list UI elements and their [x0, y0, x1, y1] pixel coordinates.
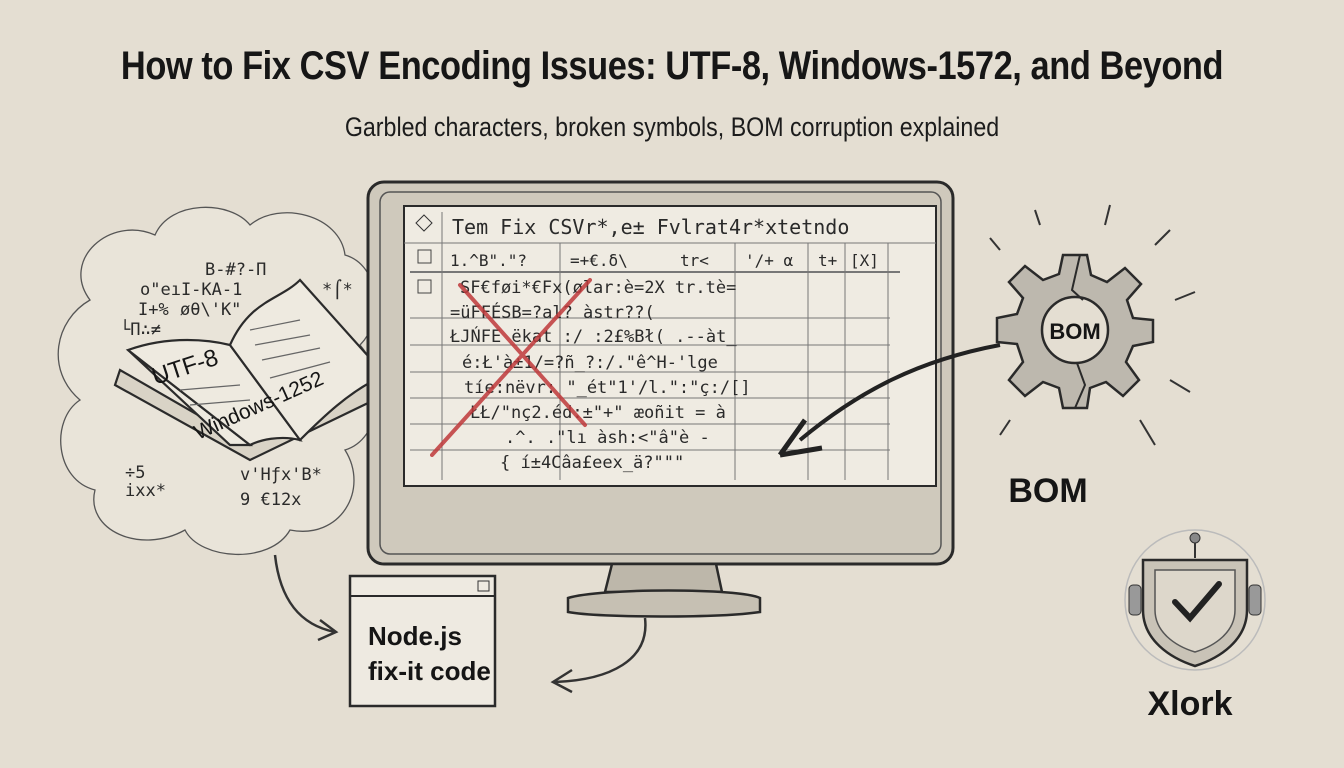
code-box-line2: fix-it code [368, 656, 491, 686]
arrow-cloud-to-code [273, 554, 339, 642]
code-box-line1: Node.js [368, 621, 462, 651]
header-cell: [X] [850, 251, 879, 270]
cloud-symbol: ixx* [125, 481, 166, 501]
broken-gear-icon: BOM [995, 253, 1155, 410]
row-checkbox[interactable] [417, 279, 432, 294]
header-cell: tr< [680, 251, 709, 270]
header-cell: t+ [818, 251, 837, 270]
page-subtitle: Garbled characters, broken symbols, BOM … [344, 112, 1000, 142]
window-close-icon [477, 580, 490, 592]
cloud-symbol: I+% [138, 300, 169, 320]
cloud-symbol: 9 €12x [240, 490, 301, 510]
gear-label: BOM [1049, 319, 1100, 344]
header-cell: 1.^B"."? [450, 251, 527, 270]
cloud-symbol: v'Hƒx'B* [240, 465, 322, 485]
cloud-symbol: ÷5 [125, 463, 145, 483]
code-window [348, 574, 497, 708]
cloud-symbol: B-#?-Π [205, 260, 266, 280]
cloud-symbol: o"eıI-KA-1 [140, 280, 242, 300]
spreadsheet-icon [415, 214, 433, 232]
page-title: How to Fix CSV Encoding Issues: UTF-8, W… [120, 44, 1224, 88]
cloud-symbol: øθ\'K" [180, 300, 241, 320]
cloud-symbol: *⌠* [322, 279, 353, 300]
header-cell: =+€.δ\ [570, 251, 628, 270]
arrow-bom-to-screen [777, 343, 1001, 458]
garbled-row: ŁJŃFE ëkat :/ :2£%Bł( .--àt_ [449, 325, 737, 347]
encoding-book [113, 278, 397, 462]
bom-label: BOM [1008, 472, 1087, 510]
garbled-row: ŁŁ/"nç2.éd:±"+" æoñit = à [469, 403, 726, 423]
garbled-row: é:Ł'à±1/=?ñ_?:/."ê^H-'lge [462, 353, 718, 373]
garbled-row: { í±4Câa£eex_ä?""" [500, 453, 684, 473]
burst-lines [989, 204, 1196, 446]
arrow-monitor-to-code [550, 617, 647, 694]
row-checkbox[interactable] [417, 249, 432, 264]
xlork-brand-label: Xlork [1147, 685, 1232, 723]
garbled-row: SF€føi*€Fx(ølar:è=2X tr.tè= [460, 278, 736, 298]
screen-header: Tem Fix CSVr*,e± Fvlrat4r*xtetndo [452, 215, 849, 239]
garbled-row: =üFFÉSB=?al? àstr??( [450, 301, 655, 323]
cloud-symbols: B-#?-Π o"eıI-KA-1 I+% øθ\'K" └Π∴≠ *⌠* ÷5… [120, 260, 353, 510]
monitor [366, 180, 955, 618]
cloud-symbol: └Π∴≠ [120, 319, 161, 340]
garbled-row: .^. ."lı àsh:<"â"è - [505, 428, 710, 448]
header-cell: '/+ α [745, 251, 794, 270]
xlork-logo [1124, 529, 1266, 671]
garbled-row: tíe:nëvr: "_ét"1'/l.":"ç:/[] [464, 378, 751, 398]
red-x-mark [430, 278, 592, 457]
